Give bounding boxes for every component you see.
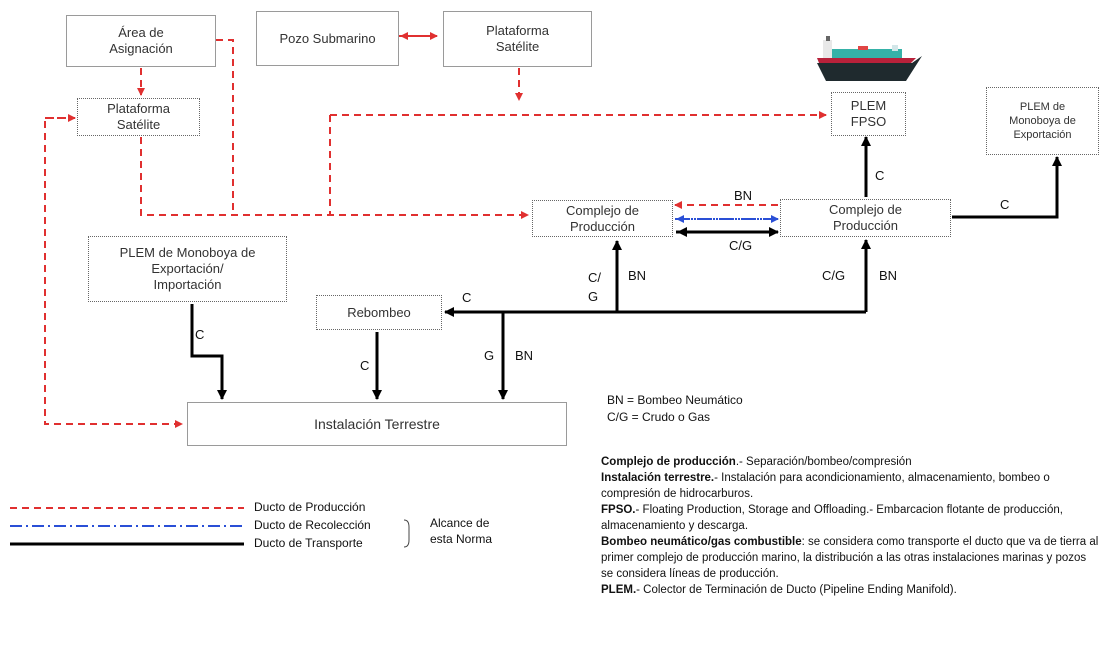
legend-bracket (403, 519, 410, 548)
definitions-notes: Complejo de producción.- Separación/bomb… (601, 454, 1101, 598)
complejo-produccion-2-label: Complejo de Producción (829, 202, 902, 233)
legend-alcance-text: Alcance de esta Norma (430, 516, 493, 546)
plem-fpso-box[interactable]: PLEM FPSO (831, 92, 906, 136)
edge-label-c-rebombeo: C (462, 290, 472, 305)
abbr-cg: C/G = Crudo o Gas (607, 410, 711, 424)
edge-label-g-down: G (484, 348, 495, 363)
edge-label-bn-complejo1: BN (628, 268, 647, 283)
abbr-bn: BN = Bombeo Neumático (607, 393, 743, 407)
edge-label-cg-complejo1: C/ G (588, 270, 601, 304)
note-instalacion: Instalación terrestre.- Instalación para… (601, 470, 1101, 502)
legend-produccion-text: Ducto de Producción (254, 500, 366, 514)
plem-monoboya-export-import-label: PLEM de Monoboya de Exportación/ Importa… (119, 245, 256, 292)
note-text: - Instalación para acondicionamiento, al… (601, 472, 1050, 500)
note-term: Complejo de producción (601, 456, 736, 468)
instalacion-terrestre-label: Instalación Terrestre (314, 416, 440, 432)
edge-label-bn-down: BN (515, 348, 534, 363)
note-text: - Floating Production, Storage and Offlo… (601, 504, 1063, 532)
note-complejo: Complejo de producción.- Separación/bomb… (601, 454, 1101, 470)
note-fpso: FPSO.- Floating Production, Storage and … (601, 502, 1101, 534)
pozo-submarino-box[interactable]: Pozo Submarino (256, 11, 399, 66)
plem-monoboya-exportacion-box[interactable]: PLEM de Monoboya de Exportación (986, 87, 1099, 155)
rebombeo-label: Rebombeo (347, 304, 411, 320)
note-term: PLEM. (601, 584, 637, 596)
production-lines (44, 32, 827, 428)
plataforma-satelite-left-label: Plataforma Satélite (107, 101, 170, 132)
note-term: Bombeo neumático/gas combustible (601, 536, 802, 548)
pozo-submarino-label: Pozo Submarino (279, 30, 376, 46)
edge-label-c-export: C (1000, 197, 1010, 212)
area-asignacion-label: Área de Asignación (109, 25, 173, 56)
edge-label-cg-complejo2: C/G (822, 268, 846, 283)
legend-transporte-text: Ducto de Transporte (254, 536, 363, 550)
area-asignacion-box[interactable]: Área de Asignación (66, 15, 216, 67)
plem-monoboya-exportacion-label: PLEM de Monoboya de Exportación (1009, 101, 1076, 141)
fpso-ship-icon (817, 36, 922, 81)
note-text: : se considera como transporte el ducto … (601, 536, 1099, 580)
note-term: FPSO. (601, 504, 636, 516)
plem-monoboya-export-import-box[interactable]: PLEM de Monoboya de Exportación/ Importa… (88, 236, 287, 302)
instalacion-terrestre-box[interactable]: Instalación Terrestre (187, 402, 567, 446)
complejo-produccion-1-label: Complejo de Producción (566, 202, 639, 234)
note-term: Instalación terrestre. (601, 472, 715, 484)
complejo-produccion-2-box[interactable]: Complejo de Producción (780, 199, 951, 237)
edge-label-bn-top: BN (734, 188, 753, 203)
edge-label-c-monoboya: C (195, 327, 205, 342)
note-text: - Colector de Terminación de Ducto (Pipe… (636, 584, 957, 596)
edge-label-cg-middle: C/G (729, 238, 753, 253)
edge-label-c-fpso: C (875, 168, 885, 183)
note-plem: PLEM.- Colector de Terminación de Ducto … (601, 582, 1101, 598)
legend-recoleccion-text: Ducto de Recolección (254, 518, 371, 532)
rebombeo-box[interactable]: Rebombeo (316, 295, 442, 330)
plem-fpso-label: PLEM FPSO (850, 98, 887, 129)
plataforma-satelite-left-box[interactable]: Plataforma Satélite (77, 98, 200, 136)
plataforma-satelite-top-box[interactable]: Plataforma Satélite (443, 11, 592, 67)
complejo-produccion-1-box[interactable]: Complejo de Producción (532, 200, 673, 237)
transport-lines (190, 136, 1062, 400)
note-text: .- Separación/bombeo/compresión (735, 456, 912, 468)
edge-label-c-rebombeo-down: C (360, 358, 370, 373)
edge-label-bn-complejo2: BN (879, 268, 898, 283)
legend-lines (10, 507, 244, 546)
note-bombeo: Bombeo neumático/gas combustible: se con… (601, 534, 1101, 582)
plataforma-satelite-top-label: Plataforma Satélite (486, 23, 549, 54)
